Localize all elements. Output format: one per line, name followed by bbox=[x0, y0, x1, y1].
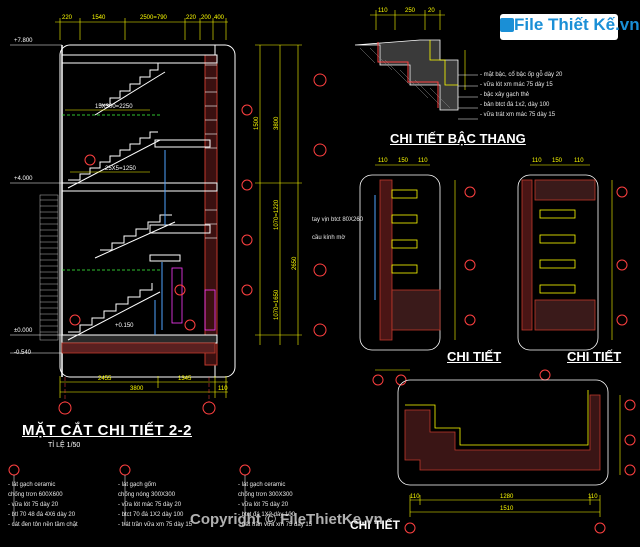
detail-3-drawing bbox=[397, 379, 636, 534]
note-col2-line1: - lát gạch gốm bbox=[118, 482, 157, 488]
section-scale: TỈ LỆ 1/50 bbox=[48, 442, 81, 449]
note-col1-line4: - btl 70 48 đá 4X6 dày 20 bbox=[8, 512, 76, 518]
detail-2-drawing bbox=[517, 164, 628, 381]
stair-note-1: - mặt bậc, cổ bậc ốp gỗ dày 20 bbox=[480, 72, 563, 78]
elevation-top: +7.800 bbox=[14, 38, 33, 44]
note-col1-line3: - vữa lót 75 dày 20 bbox=[8, 502, 59, 508]
bottom-notes-col3: - lát gạch ceramic chống trơn 300X300 - … bbox=[238, 480, 312, 530]
dim-vert-3: 1070=1220 bbox=[274, 199, 280, 230]
stair-note-5: - vữa trát xm mác 75 dày 15 bbox=[480, 112, 556, 118]
watermark-logo-text: File Thiết Kế.vn bbox=[514, 15, 640, 34]
note-col2-line3: - vữa lót mác 75 dày 20 bbox=[118, 502, 182, 508]
dim-stair-1: 110 bbox=[378, 8, 388, 14]
dim-d3-3: 110 bbox=[588, 494, 598, 500]
dim-top-5: 200 bbox=[201, 15, 212, 21]
dim-bottom-2: 1345 bbox=[178, 376, 192, 382]
note-col1-line2: chống trơn 600X600 bbox=[8, 492, 63, 498]
stair-step-detail bbox=[354, 10, 478, 120]
dim-top-4: 220 bbox=[186, 15, 197, 21]
dim-top-2: 1540 bbox=[92, 15, 106, 21]
dim-d3-2: 1280 bbox=[500, 494, 514, 500]
note-col1-line1: - lát gạch ceramic bbox=[8, 482, 56, 488]
dim-vert-4: 2650 bbox=[292, 256, 298, 270]
railing-note-1: tay vịn btct 80X260 bbox=[312, 217, 364, 223]
dimension-labels: 220 1540 2500=790 220 200 400 2455 1345 … bbox=[62, 8, 598, 512]
file-icon bbox=[500, 18, 514, 32]
note-col2-line5: - trát trần vữa xm 75 dày 15 bbox=[118, 522, 193, 528]
dim-stair-3: 20 bbox=[428, 8, 435, 14]
note-col3-line2: chống trơn 300X300 bbox=[238, 492, 293, 498]
dim-d1-2: 150 bbox=[398, 158, 409, 164]
note-col3-line4: - btct đá 1X2 dày 100 bbox=[238, 512, 296, 518]
stair-note-4: - bản btct đá 1x2, dày 100 bbox=[480, 102, 550, 108]
dim-bottom-1: 2455 bbox=[98, 376, 112, 382]
dim-vert-1: 3800 bbox=[274, 116, 280, 130]
copyright-watermark: Copyright © FileThietKe.vn bbox=[190, 511, 383, 528]
elevation-base: ±0.000 bbox=[14, 328, 33, 334]
dim-d1-1: 110 bbox=[378, 158, 388, 164]
stair-note-2: - vữa lót xm mác 75 dày 15 bbox=[480, 82, 553, 88]
dim-flight-2: 25X5=1250 bbox=[105, 166, 137, 172]
note-col2-line4: - btct 70 đá 1X2 dày 100 bbox=[118, 512, 184, 518]
dim-d2-1: 110 bbox=[532, 158, 542, 164]
dim-d3-total: 1510 bbox=[500, 506, 514, 512]
elevation-landing: +0.150 bbox=[115, 323, 134, 329]
dim-top-1: 220 bbox=[62, 15, 73, 21]
elevation-bottom: -0.540 bbox=[14, 350, 32, 356]
railing-notes: tay vịn btct 80X260 cầu kính mờ bbox=[312, 215, 363, 243]
vertical-dimension-labels: 3800 1500 1070=1220 2650 1070=1650 bbox=[254, 116, 298, 320]
dim-d1-3: 110 bbox=[418, 158, 428, 164]
note-col2-line2: chống nóng 300X300 bbox=[118, 492, 176, 498]
dim-bottom-right: 110 bbox=[218, 386, 228, 392]
railing-note-2: cầu kính mờ bbox=[312, 235, 346, 241]
dim-vert-5: 1070=1650 bbox=[274, 289, 280, 320]
note-col3-line3: - vữa lót 75 dày 20 bbox=[238, 502, 289, 508]
detail-1-title: CHI TIẾT bbox=[447, 349, 502, 364]
note-col3-line5: - trát trần vữa xm 75 dày 15 bbox=[238, 522, 313, 528]
elevation-mid: +4.000 bbox=[14, 176, 33, 182]
watermark-logo-badge bbox=[500, 14, 618, 40]
section-2-2 bbox=[10, 18, 327, 415]
section-title: MẶT CẮT CHI TIẾT 2-2 bbox=[22, 422, 192, 439]
stair-note-3: - bậc xây gạch thẻ bbox=[480, 92, 530, 98]
stair-notes: - mặt bậc, cổ bậc ốp gỗ dày 20 - vữa lót… bbox=[480, 70, 562, 120]
note-col3-line1: - lát gạch ceramic bbox=[238, 482, 286, 488]
detail-3-title: CHI TIẾT bbox=[350, 518, 400, 532]
dim-bottom-total: 3800 bbox=[130, 386, 144, 392]
detail-2-title: CHI TIẾT bbox=[567, 349, 622, 364]
dim-d2-3: 110 bbox=[574, 158, 584, 164]
dim-flight-1: 15X300=2250 bbox=[95, 104, 133, 110]
dim-top-6: 400 bbox=[214, 15, 225, 21]
dim-d2-2: 150 bbox=[552, 158, 563, 164]
dim-stair-2: 250 bbox=[405, 8, 416, 14]
dim-vert-2: 1500 bbox=[254, 116, 260, 130]
detail-1-drawing bbox=[359, 164, 476, 386]
dim-top-3: 2500=790 bbox=[140, 15, 168, 21]
dim-d3-1: 110 bbox=[410, 494, 420, 500]
bottom-note-markers bbox=[8, 464, 251, 476]
bottom-notes-col2: - lát gạch gốm chống nóng 300X300 - vữa … bbox=[118, 480, 192, 530]
note-col1-line5: - cát đen tôn nền tầm chặt bbox=[8, 522, 78, 528]
stair-detail-title: CHI TIẾT BẬC THANG bbox=[390, 131, 526, 146]
bottom-notes-col1: - lát gạch ceramic chống trơn 600X600 - … bbox=[8, 480, 78, 530]
